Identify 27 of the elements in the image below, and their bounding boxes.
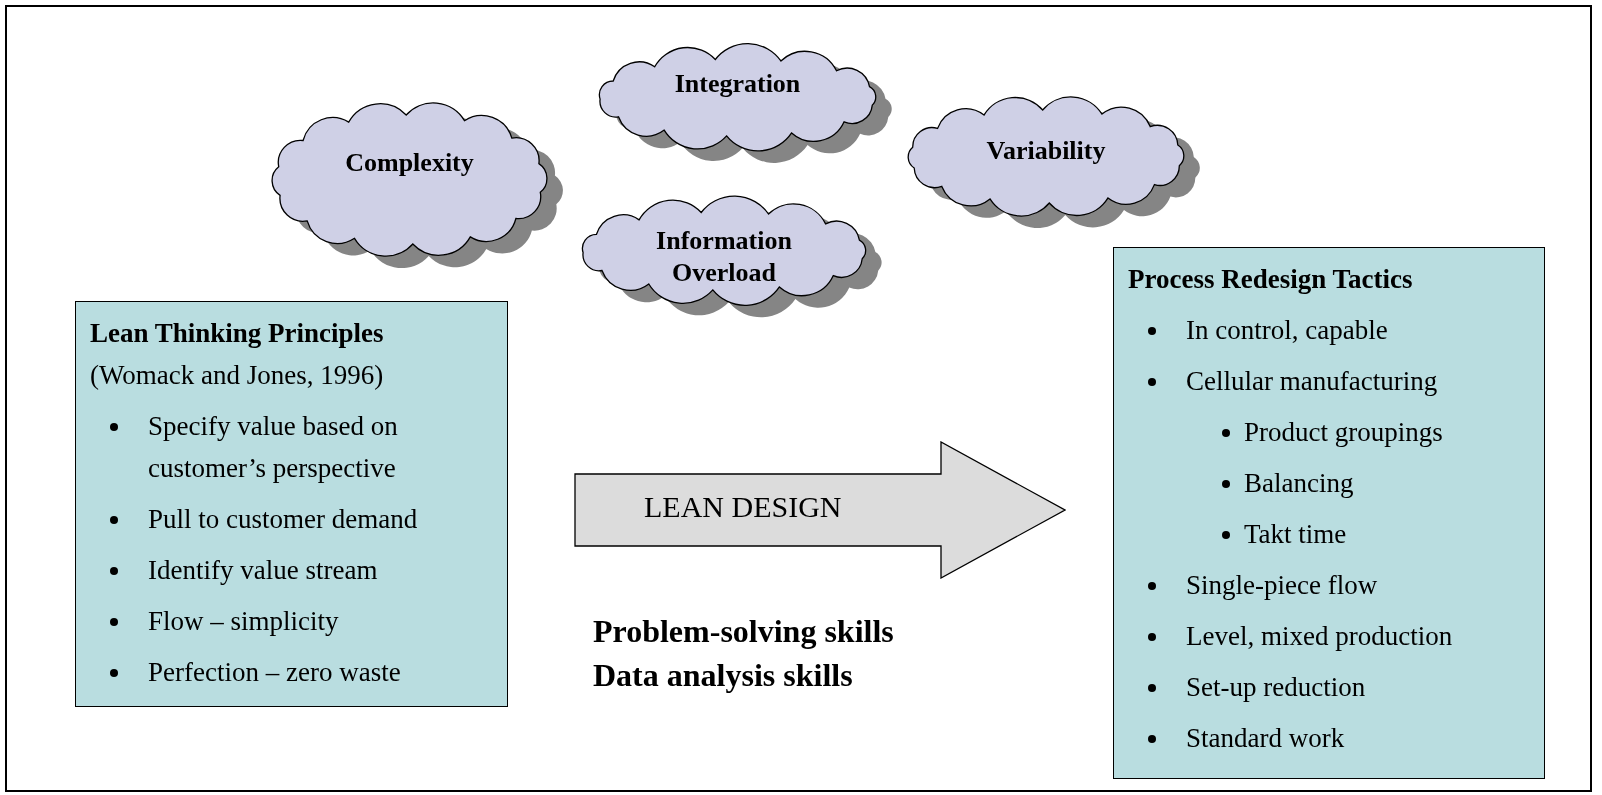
bullet-item: Level, mixed production — [1186, 621, 1453, 651]
bullet-item: Single-piece flow — [1186, 570, 1378, 600]
citation: (Womack and Jones, 1996) — [90, 359, 385, 392]
bullet-item: Takt time — [1244, 519, 1347, 549]
bullet-item: Cellular manufacturing — [1186, 366, 1438, 396]
bullet-item: Pull to customer demand — [148, 504, 418, 534]
bullet-item: Balancing — [1244, 468, 1354, 498]
bullet-item: Perfection – zero waste — [148, 657, 401, 687]
bullet-item: Specify value based on customer’s perspective — [148, 411, 398, 483]
cloud-label: Variability — [985, 135, 1107, 167]
panel-heading: Process Redesign Tactics — [1128, 263, 1414, 296]
bullet-item: Set-up reduction — [1186, 672, 1366, 702]
arrow-label: LEAN DESIGN — [644, 489, 842, 525]
text-panel — [75, 301, 508, 707]
cloud-label: Integration — [673, 68, 802, 100]
cloud-label: Complexity — [344, 147, 475, 179]
bullet-item: Product groupings — [1244, 417, 1443, 447]
skill-label: Data analysis skills — [593, 656, 853, 695]
bullet-item: Identify value stream — [148, 555, 378, 585]
text-panel — [1113, 247, 1545, 779]
panel-heading: Lean Thinking Principles — [90, 317, 385, 350]
skill-label: Problem-solving skills — [593, 612, 894, 651]
bullet-item: Standard work — [1186, 723, 1345, 753]
block-arrow — [574, 441, 1066, 579]
bullet-item: In control, capable — [1186, 315, 1388, 345]
cloud-label: Information Overload — [655, 225, 793, 289]
bullet-item: Flow – simplicity — [148, 606, 339, 636]
